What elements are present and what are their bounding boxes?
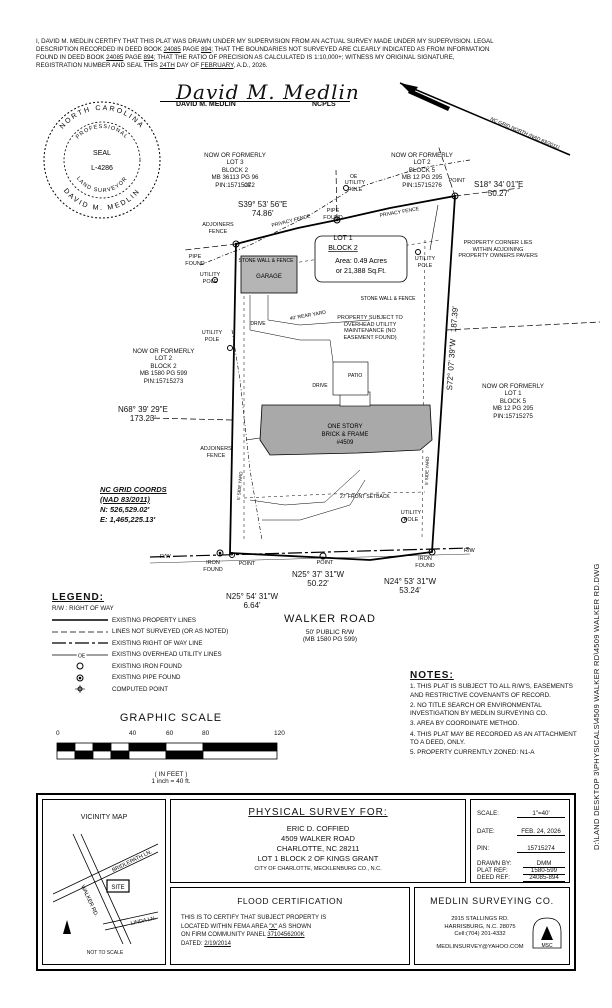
road-bridlepath: BRIDLEPATH LN. — [111, 849, 153, 874]
note-item: 3. AREA BY COORDINATE METHOD. — [410, 720, 520, 728]
title-block: VICINITY MAP SITE BRIDLEPATH LN. WALKER … — [36, 793, 576, 971]
svg-text:MSC: MSC — [541, 943, 553, 949]
road-linda: LINDA LN. — [130, 916, 157, 927]
adjoiners-fence-label: ADJOINERS FENCE — [202, 222, 234, 235]
adjoiners-fence-label-2: ADJOINERS FENCE — [200, 446, 232, 459]
road-label: WALKER ROAD 50' PUBLIC R/W (MB 1580 PG 5… — [284, 613, 376, 643]
rear-yard-label: 40' REAR YARD — [289, 310, 326, 322]
legend-item: EXISTING PIPE FOUND — [52, 672, 272, 684]
utility-pole-label-2: UTILITY POLE — [201, 330, 223, 343]
legend-item: EXISTING IRON FOUND — [52, 661, 272, 673]
oe-label-2: OE — [350, 174, 358, 180]
drive-label-2: DRIVE — [312, 383, 328, 389]
side-yard-right: 5' SIDE YARD — [424, 456, 430, 485]
note-item: 5. PROPERTY CURRENTLY ZONED: N1-A — [410, 749, 535, 757]
surveyor-name: DAVID M. MEDLIN — [176, 101, 236, 108]
surveyor-seal: NORTH CAROLINA DAVID M. MEDLIN PROFESSIO… — [43, 101, 161, 219]
house-label-2: BRICK & FRAME — [322, 432, 369, 438]
survey-for-block: PHYSICAL SURVEY FOR: ERIC D. COFFIED 450… — [170, 799, 466, 883]
legend-item: COMPUTED POINT — [52, 684, 272, 696]
svg-text:OE: OE — [78, 653, 86, 659]
flood-certification: FLOOD CERTIFICATION THIS IS TO CERTIFY T… — [170, 887, 410, 965]
house-label-1: ONE STORY — [327, 424, 362, 430]
privacy-fence-right: PRIVACY FENCE — [379, 206, 420, 219]
patio-label: PATIO — [348, 373, 362, 379]
drive-label: DRIVE — [250, 321, 266, 327]
point-label-3: POINT — [448, 178, 466, 184]
property-corner-note: PROPERTY CORNER LIES WITHIN ADJOINING PR… — [458, 240, 538, 259]
utility-pole-label-5: UTILITY POLE — [400, 510, 422, 523]
signature: David M. Medlin — [176, 80, 360, 104]
pipe-found-label-2: PIPE FOUND — [323, 208, 343, 221]
subject-block: BLOCK 2 — [328, 245, 358, 252]
legend-item: EXISTING PROPERTY LINES — [52, 616, 197, 624]
note-item: 4. THIS PLAT MAY BE RECORDED AS AN ATTAC… — [410, 730, 577, 747]
vicinity-map: VICINITY MAP SITE BRIDLEPATH LN. WALKER … — [42, 799, 166, 965]
patio — [332, 361, 369, 396]
rw-right: R/W — [464, 548, 476, 554]
seal-number: L-4286 — [91, 165, 113, 172]
legend-item: LINES NOT SURVEYED (OR AS NOTED) — [52, 628, 229, 636]
info-block: SCALE:1"=40' DATE:FEB. 24, 2026 PIN:1571… — [470, 799, 570, 883]
front-setback-label: 27' FRONT SETBACK — [340, 494, 390, 500]
note-item: 1. THIS PLAT IS SUBJECT TO ALL R/W'S, EA… — [410, 683, 573, 699]
signature-line — [160, 101, 350, 102]
iron-found-label: IRON FOUND — [203, 560, 223, 573]
plat-drawing: LOT 1 BLOCK 2 Area: 0.49 Acres or 21,388… — [149, 144, 601, 564]
legend-item: EXISTING RIGHT OF WAY LINE — [52, 639, 203, 647]
house-building — [259, 404, 433, 456]
stone-wall-label: STONE WALL & FENCE — [239, 258, 294, 264]
north-arrow: NC GRID NORTH (NAD 83/2011) — [399, 82, 571, 156]
garage-label: GARAGE — [256, 274, 282, 280]
note-item: 2. NO TITLE SEARCH OR ENVIRONMENTAL INVE… — [410, 701, 548, 718]
house-label-3: #4509 — [337, 440, 354, 446]
side-yard-left: 5' SIDE YARD — [236, 471, 244, 501]
point-label: POINT — [238, 561, 256, 567]
pipe-found-label: PIPE FOUND — [185, 254, 205, 267]
rw-left: R/W — [160, 554, 172, 560]
iron-found-label-2: IRON FOUND — [415, 556, 435, 569]
subject-lot: LOT 1 — [333, 235, 352, 242]
company-block: MEDLIN SURVEYING CO. 2915 STALLINGS RD. … — [414, 887, 570, 965]
grid-coords: NC GRID COORDS (NAD 83/2011) N: 526,529.… — [100, 485, 167, 524]
company-logo: MSC — [532, 917, 562, 949]
utility-pole-label-4: UTILITY POLE — [414, 256, 436, 269]
seal-center: SEAL — [93, 150, 111, 157]
subject-area: Area: 0.49 Acres — [335, 258, 387, 265]
utility-pole-label-3: UTILITY POLE — [344, 180, 366, 193]
legend-item: R/W : RIGHT OF WAY — [52, 605, 114, 613]
legend: LEGEND: R/W : RIGHT OF WAY EXISTING PROP… — [52, 592, 272, 695]
stone-wall-label-2: STONE WALL & FENCE — [361, 296, 416, 302]
subject-area-sqft: or 21,388 Sq.Ft. — [336, 268, 386, 275]
garage-building — [240, 255, 298, 294]
road-walker: WALKER RD. — [79, 884, 99, 918]
certification-text: I, DAVID M. MEDLIN CERTIFY THAT THIS PLA… — [36, 38, 494, 69]
point-label-2: POINT — [316, 560, 334, 566]
site-label: SITE — [111, 885, 124, 891]
utility-maintenance-note: PROPERTY SUBJECT TO OVERHEAD UTILITY MAI… — [337, 315, 403, 341]
surveyor-suffix: NCPLS — [312, 101, 336, 108]
oe-label: OE — [244, 183, 252, 189]
client-name: ERIC D. COFFIED — [286, 824, 350, 833]
utility-pole-label: UTILITY POLE — [199, 272, 221, 285]
notes: NOTES: 1. THIS PLAT IS SUBJECT TO ALL R/… — [410, 670, 585, 760]
file-path: D:\LAND DESKTOP 3\PHYSICALS\4509 WALKER … — [592, 563, 601, 850]
graphic-scale: GRAPHIC SCALE 0 40 60 80 120 ( IN FEET )… — [56, 712, 306, 785]
scale-bar — [56, 742, 278, 760]
pipe-found-marker — [232, 240, 240, 248]
